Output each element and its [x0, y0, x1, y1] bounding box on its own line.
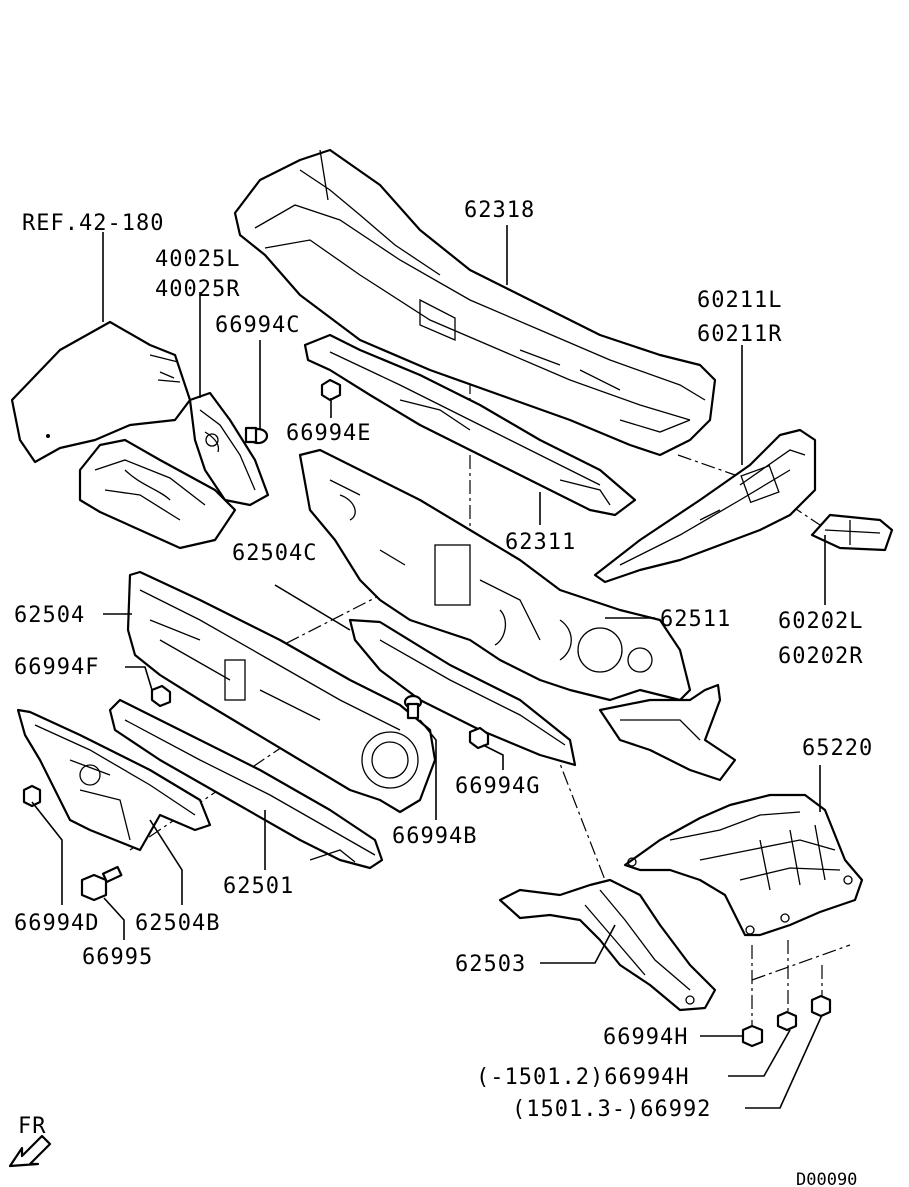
label-66994F: 66994F: [14, 655, 99, 680]
diagram-code: D00090: [796, 1170, 857, 1187]
label-62511: 62511: [660, 607, 731, 632]
clip-66994B-icon: [403, 694, 423, 720]
bracket-40025: [188, 391, 270, 507]
front-direction-marker: FR: [8, 1114, 52, 1168]
left-support-bracket: [78, 438, 237, 550]
clip-66994F-icon: [150, 684, 172, 708]
bolt-66995-icon: [80, 865, 123, 902]
label-60202R: 60202R: [778, 644, 863, 669]
label-62504C: 62504C: [232, 541, 317, 566]
cowl-lower-panel-62311: [303, 333, 637, 517]
clip-66994H-icon: [741, 1024, 764, 1048]
brace-62504B: [16, 708, 212, 852]
clip-66992-icon: [810, 994, 832, 1018]
label-60211L: 60211L: [697, 288, 782, 313]
label-40025L: 40025L: [155, 247, 240, 272]
label-60211R: 60211R: [697, 322, 782, 347]
front-arrow-icon: [8, 1134, 52, 1168]
label-62503: 62503: [455, 952, 526, 977]
label-62504B: 62504B: [135, 911, 220, 936]
clip-66994C-icon: [244, 426, 269, 445]
label-66992-dated: (1501.3-)66992: [512, 1097, 711, 1122]
label-66994C: 66994C: [215, 313, 300, 338]
part-labels: REF.42-180 40025L 40025R 66994C 66994E 6…: [14, 198, 873, 1122]
label-66994D: 66994D: [14, 911, 99, 936]
clip-66994E-icon: [320, 378, 342, 402]
side-bracket-60211: [593, 428, 817, 584]
label-66994H: 66994H: [603, 1025, 688, 1050]
clip-66994G-icon: [468, 726, 490, 750]
label-62501: 62501: [223, 874, 294, 899]
label-60202L: 60202L: [778, 609, 863, 634]
front-label: FR: [18, 1114, 47, 1139]
tunnel-bracket-62503: [498, 878, 717, 1012]
label-62318: 62318: [464, 198, 535, 223]
body-panel-ref: [10, 320, 192, 464]
cowl-top-panel-62318: [233, 148, 717, 457]
small-bracket-60202: [810, 513, 894, 552]
reinforcement-bar-62501: [108, 698, 384, 870]
label-66994E: 66994E: [286, 421, 371, 446]
insulator-strip-62504C: [348, 618, 577, 767]
dash-panel-right-bracket: [598, 683, 737, 782]
label-66994B: 66994B: [392, 824, 477, 849]
label-65220: 65220: [802, 736, 873, 761]
clip-66994D-icon: [22, 784, 42, 808]
label-66994H-dated: (-1501.2)66994H: [476, 1065, 690, 1090]
label-66995: 66995: [82, 945, 153, 970]
insulator-62504: [126, 570, 437, 814]
leader-lines: [31, 225, 826, 1109]
label-66994G: 66994G: [455, 774, 540, 799]
assembly-lines: [129, 380, 851, 1025]
label-62311: 62311: [505, 530, 576, 555]
label-62504: 62504: [14, 603, 85, 628]
clip-66994H-dated-icon: [776, 1010, 798, 1032]
label-ref-42-180: REF.42-180: [22, 211, 164, 236]
label-40025R: 40025R: [155, 277, 240, 302]
cover-65220: [623, 793, 864, 937]
dash-panel-62511: [298, 448, 692, 702]
fasteners: [22, 378, 832, 1048]
